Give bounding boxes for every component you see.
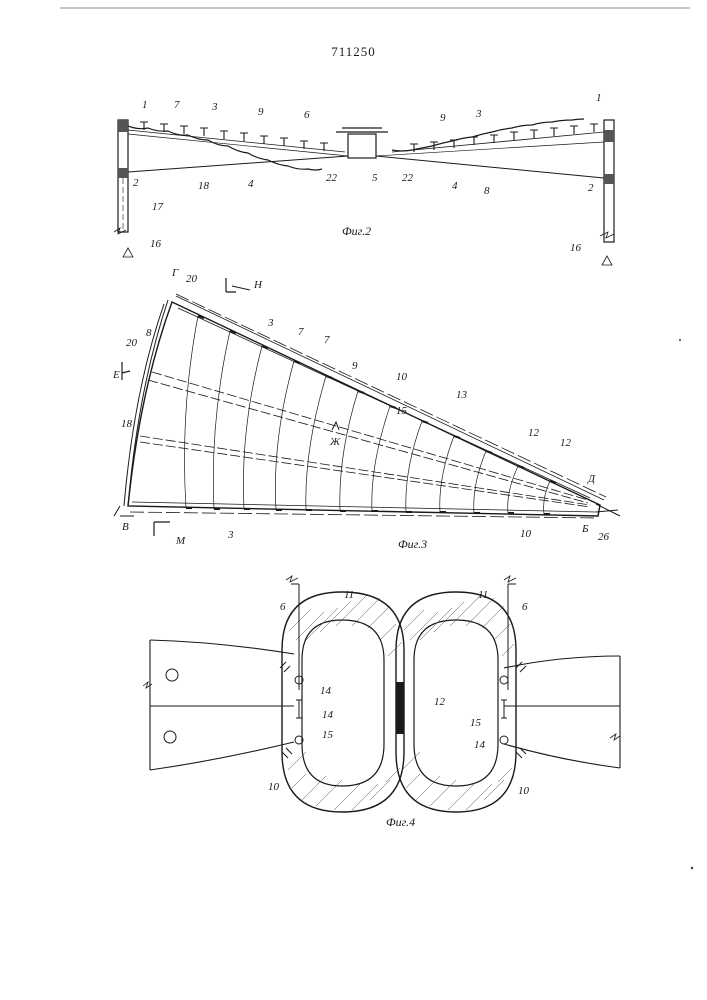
fig4-label: 14 bbox=[320, 685, 332, 697]
fig3-label: 7 bbox=[298, 326, 304, 338]
fig4-label: 11 bbox=[478, 589, 488, 601]
fig3-label: М bbox=[175, 535, 186, 547]
fig2-label: 1 bbox=[596, 92, 602, 104]
fig2-label: 16 bbox=[570, 242, 582, 254]
fig4-label: 6 bbox=[280, 601, 286, 613]
fig2-label: 4 bbox=[248, 178, 254, 190]
fig4-label: 6 bbox=[522, 601, 528, 613]
fig2-label: 18 bbox=[198, 180, 210, 192]
fig3-label: 20 bbox=[186, 273, 198, 285]
fig3-label: 18 bbox=[121, 418, 133, 430]
fig3-label: Г bbox=[171, 267, 179, 279]
fig3-label: 13 bbox=[456, 389, 468, 401]
fig2-label: 22 bbox=[402, 172, 414, 184]
figure-2: 1 7 3 9 6 9 3 1 2 18 4 22 5 22 4 8 2 17 … bbox=[114, 92, 614, 265]
fig3-label: Д bbox=[587, 473, 596, 485]
fig4-label: 10 bbox=[268, 781, 280, 793]
fig2-label: 8 bbox=[484, 185, 490, 197]
fig3-label: 3 bbox=[227, 529, 234, 541]
fig2-label: 16 bbox=[150, 238, 162, 250]
fig2-label: 22 bbox=[326, 172, 338, 184]
fig3-label: 15 bbox=[396, 405, 408, 417]
fig2-label: 7 bbox=[174, 99, 180, 111]
figure-4: 6 11 11 6 14 12 14 15 15 14 10 10 Фиг.4 bbox=[143, 576, 620, 829]
fig3-label: Б bbox=[581, 523, 589, 535]
fig4-label: 10 bbox=[518, 785, 530, 797]
fig3-label: 10 bbox=[520, 528, 532, 540]
fig4-label: 12 bbox=[434, 696, 446, 708]
fig2-label: 2 bbox=[133, 177, 139, 189]
fig3-label: 8 bbox=[146, 327, 152, 339]
fig2-label: 9 bbox=[258, 106, 264, 118]
fig2-label: 1 bbox=[142, 99, 148, 111]
fig3-label: 3 bbox=[267, 317, 274, 329]
fig2-label: 4 bbox=[452, 180, 458, 192]
fig2-label: 6 bbox=[304, 109, 310, 121]
fig2-label: 3 bbox=[475, 108, 482, 120]
figure-3-caption: Фиг.3 bbox=[398, 537, 427, 551]
fig3-label: Н bbox=[253, 279, 263, 291]
fig3-label: В bbox=[122, 521, 129, 533]
fig3-label: 12 bbox=[528, 427, 540, 439]
figure-3: Г 20 Н 8 3 7 20 7 9 10 15 13 Е 18 Ж 12 1… bbox=[112, 267, 620, 551]
fig3-label: 9 bbox=[352, 360, 358, 372]
figure-2-caption: Фиг.2 bbox=[342, 224, 371, 238]
fig4-label: 14 bbox=[474, 739, 486, 751]
fig3-label: Ж bbox=[329, 436, 341, 448]
fig3-label: 26 bbox=[598, 531, 610, 543]
fig2-label: 5 bbox=[372, 172, 378, 184]
fig4-label: 15 bbox=[322, 729, 334, 741]
fig3-label: 7 bbox=[324, 334, 330, 346]
figure-4-caption: Фиг.4 bbox=[386, 815, 415, 829]
fig4-label: 14 bbox=[322, 709, 334, 721]
fig2-label: 17 bbox=[152, 201, 164, 213]
fig4-label: 11 bbox=[344, 589, 354, 601]
fig3-label: 12 bbox=[560, 437, 572, 449]
fig3-label: Е bbox=[112, 369, 120, 381]
fig3-label: 10 bbox=[396, 371, 408, 383]
fig4-label: 15 bbox=[470, 717, 482, 729]
fig2-label: 2 bbox=[588, 182, 594, 194]
fig3-label: 20 bbox=[126, 337, 138, 349]
fig2-label: 9 bbox=[440, 112, 446, 124]
fig2-label: 3 bbox=[211, 101, 218, 113]
